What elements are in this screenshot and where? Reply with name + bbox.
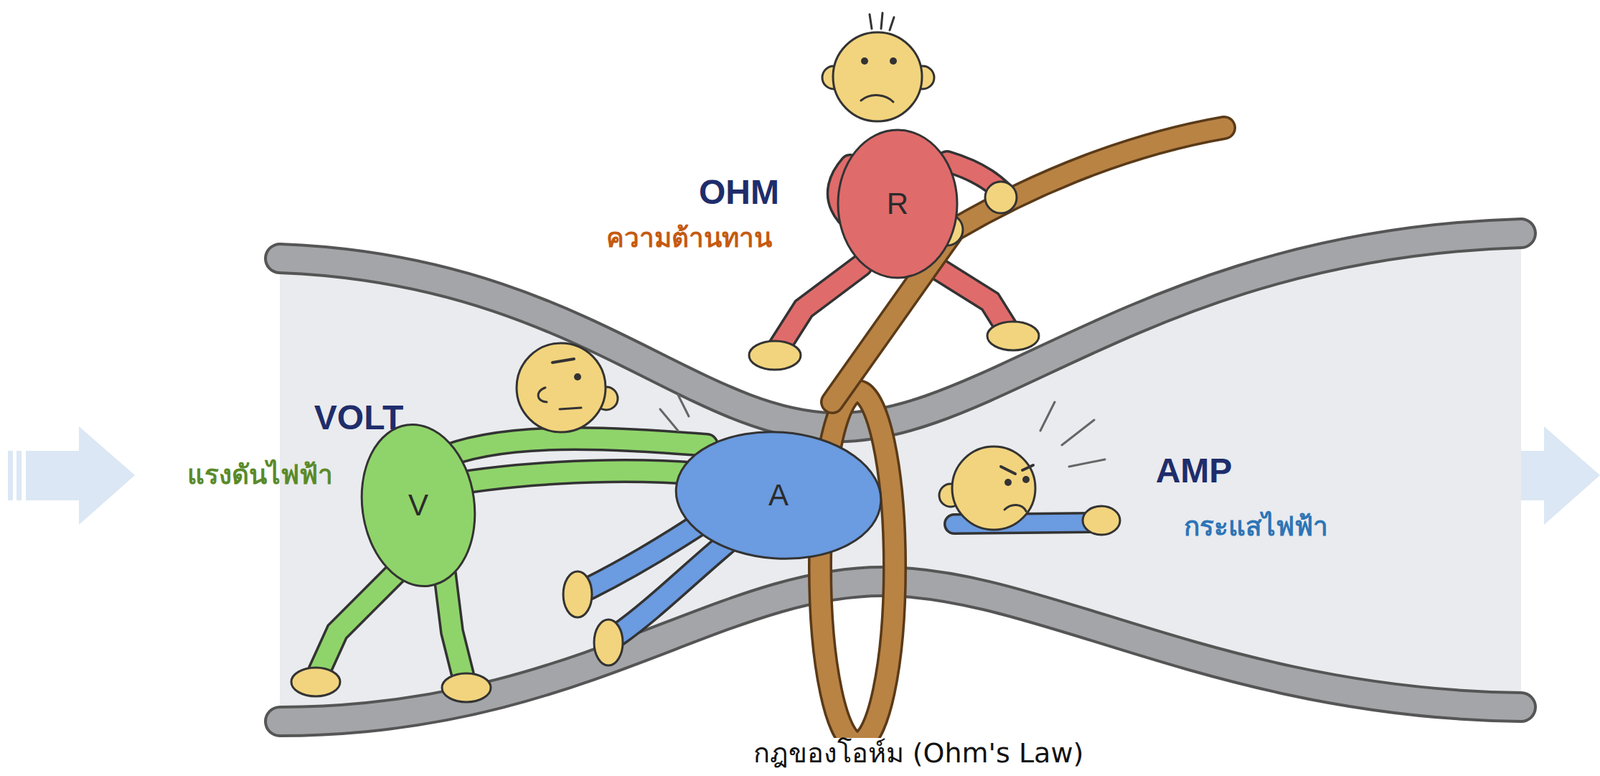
ohm-character-part (932, 265, 1009, 331)
amp-character-part (1000, 464, 1034, 474)
volt-character-part (444, 573, 463, 675)
volt-character-part (291, 667, 341, 696)
flow-arrow-part (7, 450, 13, 501)
volt-character-part (319, 566, 402, 671)
volt-character-part (559, 407, 582, 409)
rope (820, 127, 1225, 743)
body-ellipse (671, 424, 886, 566)
amp-character-part (1040, 401, 1105, 467)
ohm-character-part (860, 95, 894, 102)
amp-character-part (1004, 478, 1012, 486)
ohm-character-part (987, 321, 1039, 351)
quantity-name: แรงดันไฟฟ้า (187, 459, 333, 491)
quantity-name: กระแสไฟฟ้า (1183, 511, 1329, 543)
rope-part (832, 127, 1225, 402)
volt-character-part (319, 566, 402, 671)
voltage-body: V (360, 422, 476, 588)
diagram-caption: กฎของโอห์ม (Ohm's Law) (747, 737, 1090, 770)
volt-character-part (538, 387, 547, 402)
amp-character-part (594, 619, 623, 666)
ohm-character-part (833, 32, 922, 122)
amp-character-part (1082, 505, 1120, 535)
flow-arrow (7, 426, 135, 525)
volt-character-part (444, 573, 463, 675)
unit-name: AMP (1155, 450, 1233, 491)
unit-name: VOLT (314, 397, 404, 437)
unit-name: OHM (698, 172, 780, 212)
volt-character-part (516, 342, 606, 432)
amp-character-part (660, 394, 689, 431)
amp-character-part (617, 538, 732, 635)
current-body: A (674, 430, 883, 560)
flow-arrow-part (16, 450, 22, 501)
volt-character-part (552, 358, 574, 363)
ohm-character-part (749, 340, 801, 370)
body-ellipse (351, 416, 486, 594)
ohm-character-part (889, 57, 897, 65)
amp-character-part (563, 571, 592, 618)
rope-part (832, 127, 1225, 402)
body-letter: V (408, 487, 429, 523)
ohm-character-part (778, 265, 861, 348)
flow-arrow-part (25, 426, 135, 525)
rope-part (985, 181, 1017, 214)
volt-character-part (437, 438, 707, 460)
body-letter: A (768, 477, 789, 513)
amp-character-part (1004, 504, 1027, 511)
volt-character-part (573, 373, 582, 381)
body-letter: R (886, 186, 909, 221)
volt-character-part (441, 673, 491, 702)
body-ellipse (838, 129, 958, 278)
ohm-character-part (932, 265, 1009, 331)
volt-character-part (437, 438, 707, 460)
amp-character-part (952, 446, 1036, 530)
amp-character-part (1022, 475, 1030, 483)
resistance-body: R (836, 128, 959, 280)
volt-character (291, 342, 707, 702)
ohm-character-part (860, 57, 869, 65)
ohm-character-part (778, 265, 861, 348)
ohm-character-part (869, 12, 894, 31)
amp-character-part (617, 538, 732, 635)
quantity-name: ความต้านทาน (606, 223, 773, 254)
